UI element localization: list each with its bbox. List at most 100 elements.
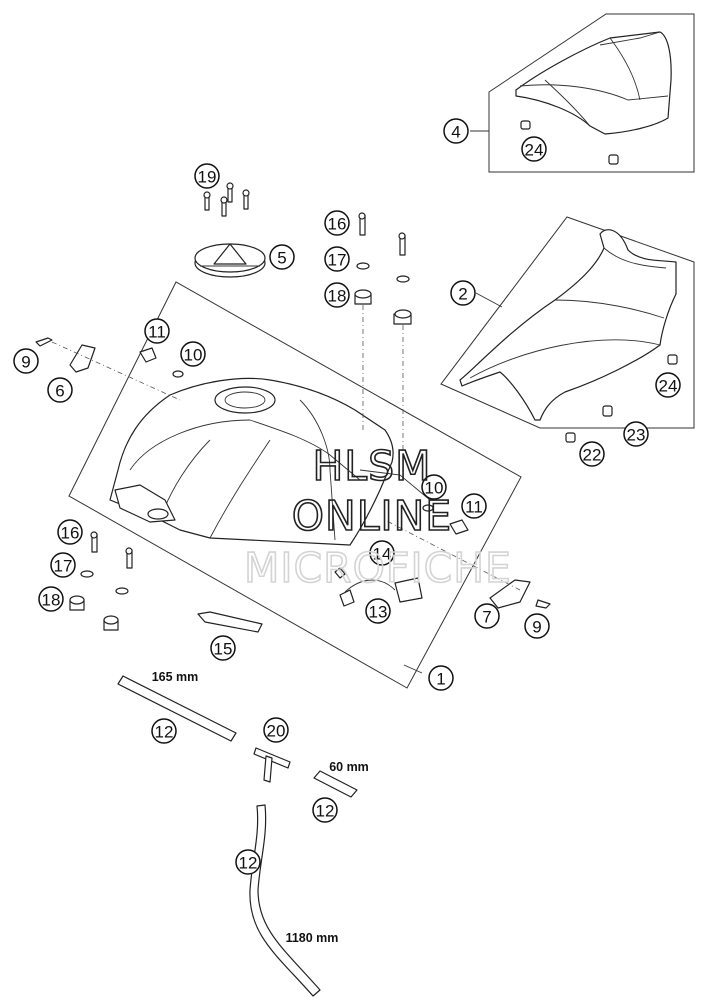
callout-9: 9 [524,613,550,639]
callout-circle [312,797,338,823]
callout-number: 24 [525,141,544,160]
watermark-line-1: HLSM [312,442,431,490]
callout-18: 18 [38,586,64,612]
callout-number: 12 [239,854,258,873]
dimension-1180mm: 1180 mm [286,931,339,945]
callout-circle [151,718,177,744]
callout-circle [324,246,350,272]
fuel-tank [109,377,431,546]
callout-circle [474,603,500,629]
callout-number: 20 [267,722,286,741]
seat-buffer [520,120,531,130]
callout-number: 16 [328,215,347,234]
filler-cap [194,243,266,278]
callout-circle [263,717,289,743]
callout-number: 9 [532,618,541,637]
callout-1: 1 [428,665,454,691]
callout-circle [369,540,395,566]
callout-circle [365,598,391,624]
callout-circle [450,280,476,306]
rider-seat-frame [440,216,695,429]
callout-5: 5 [269,244,295,270]
callout-circle [180,341,206,367]
callout-10: 10 [180,341,206,367]
callout-20: 20 [263,717,289,743]
callout-circle [579,441,605,467]
cap-screws [203,182,250,217]
callout-number: 18 [42,591,61,610]
callout-2: 2 [450,280,476,306]
callout-number: 18 [328,287,347,306]
callout-number: 14 [373,545,392,564]
callout-circle [269,244,295,270]
callout-number: 5 [277,249,286,268]
callout-number: 17 [328,251,347,270]
callout-number: 4 [451,123,460,142]
tank-mount-hardware-lower [69,531,133,631]
callout-circle [47,377,73,403]
callout-10: 10 [421,474,447,500]
passenger-seat-group [488,13,695,173]
hose-60mm [313,770,358,798]
callout-number: 9 [21,353,30,372]
callout-circle [210,635,236,661]
passenger-seat [515,31,672,135]
side-bracket-right [489,579,531,609]
callout-7: 7 [474,603,500,629]
callout-circle [655,372,681,398]
rider-seat [459,229,677,421]
callout-number: 11 [465,498,483,517]
fuel-sensor [334,567,423,607]
callout-4: 4 [443,118,469,144]
vent-fittings-right [384,504,551,609]
left-bracket-parts [35,337,181,401]
callout-circle [521,136,547,162]
callout-11: 11 [144,318,170,344]
callout-number: 13 [369,603,388,622]
callout-number: 22 [583,446,602,465]
callout-number: 19 [198,168,217,187]
callout-number: 24 [659,377,678,396]
callout-number: 11 [148,323,166,342]
rubber-strip [197,611,263,633]
callout-number: 12 [316,802,335,821]
callout-17: 17 [50,552,76,578]
callout-circle [144,318,170,344]
callout-number: 6 [55,382,64,401]
callout-9: 9 [13,348,39,374]
seat-buffer [608,154,619,165]
callout-13: 13 [365,598,391,624]
callout-circle [324,282,350,308]
callout-number: 12 [155,723,174,742]
callout-number: 10 [425,479,444,498]
callout-circle [428,665,454,691]
hose-165mm [117,675,237,742]
callout-23: 23 [623,421,649,447]
callout-number: 2 [458,285,467,304]
rider-seat-group [440,216,695,443]
callout-12: 12 [151,718,177,744]
callout-number: 23 [627,426,646,445]
hose-1180mm [249,804,321,997]
callout-11: 11 [461,493,487,519]
callout-16: 16 [57,519,83,545]
callout-circle [235,849,261,875]
callout-circle [421,474,447,500]
passenger-seat-frame [488,13,695,173]
vent-fittings-upper [139,347,184,378]
callouts: 19 5 16 17 18 4 24 2 24 23 22 11 10 9 6 10 11 14 13 7 9 16 17 1… [13,118,681,875]
callout-16: 16 [324,210,350,236]
callout-24: 24 [521,136,547,162]
seat-buffer [602,405,613,417]
callout-6: 6 [47,377,73,403]
callout-number: 17 [54,557,73,576]
callout-19: 19 [194,163,220,189]
watermark-line-2: ONLINE [292,492,452,540]
callout-24: 24 [655,372,681,398]
callout-circle [13,348,39,374]
callout-circle [50,552,76,578]
callout-number: 16 [61,524,80,543]
callout-circle [324,210,350,236]
callout-number: 7 [482,608,491,627]
